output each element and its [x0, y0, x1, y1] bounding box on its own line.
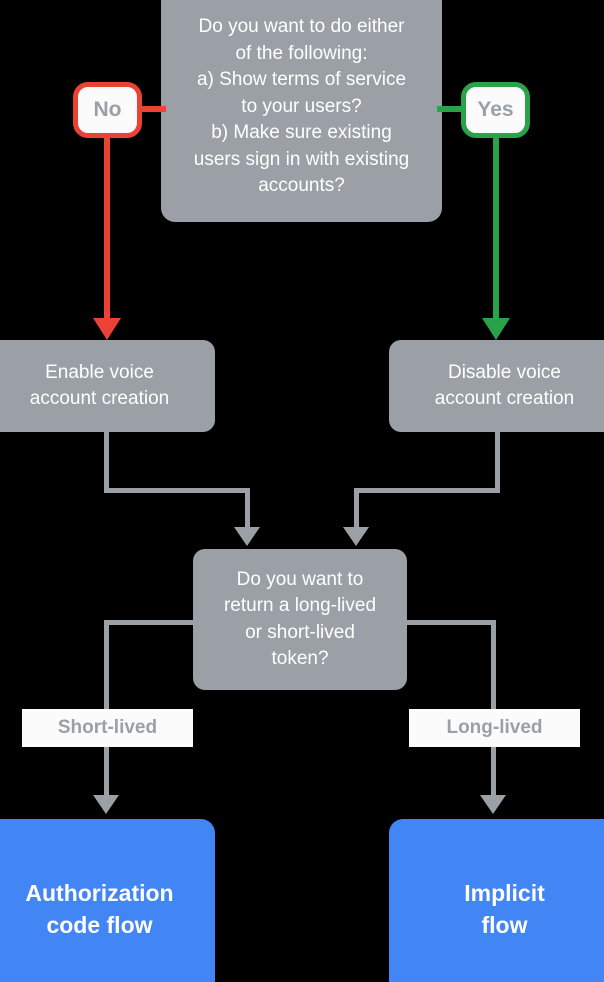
auth-code-flow-line-2: code flow — [46, 912, 153, 938]
implicit-flow-line-1: Implicit — [464, 880, 545, 906]
edge-enable-into-token-segment — [245, 488, 250, 532]
arrowhead-yes — [482, 318, 510, 340]
edge-disable-across-segment — [354, 488, 500, 493]
top-question-line-2: of the following: — [235, 42, 368, 64]
top-question-line-6: users sign in with existing — [193, 148, 410, 170]
arrowhead-short-lived — [93, 795, 119, 814]
enable-voice-line-1: Enable voice — [45, 361, 154, 383]
top-question-line-1: Do you want to do either — [198, 16, 405, 38]
edge-label-long-lived: Long-lived — [409, 709, 580, 747]
node-top-question: Do you want to do either of the followin… — [161, 0, 442, 222]
edge-disable-into-token-segment — [354, 488, 359, 532]
top-question-line-7: accounts? — [258, 175, 345, 197]
token-question-line-2: return a long-lived — [223, 595, 377, 616]
edge-enable-down-segment — [104, 432, 109, 490]
auth-code-flow-line-1: Authorization — [25, 880, 174, 906]
edge-yes-to-question-horizontal — [437, 106, 465, 112]
implicit-flow-line-2: flow — [481, 912, 528, 938]
top-question-line-5: b) Make sure existing — [211, 122, 392, 144]
top-question-line-3: a) Show terms of service — [196, 69, 407, 91]
arrowhead-long-lived — [480, 795, 506, 814]
edge-no-to-question-horizontal — [138, 106, 166, 112]
edge-yes-vertical — [493, 136, 499, 320]
node-token-question: Do you want to return a long-lived or sh… — [193, 549, 407, 690]
edge-label-short-lived: Short-lived — [22, 709, 193, 747]
edge-label-short-lived-text: Short-lived — [57, 717, 158, 738]
badge-yes-label: Yes — [477, 98, 514, 121]
top-question-line-4: to your users? — [241, 95, 362, 117]
edge-disable-down-segment — [495, 432, 500, 490]
node-implicit-flow: Implicit flow — [389, 819, 604, 982]
edge-enable-across-segment — [104, 488, 250, 493]
token-question-line-3: or short-lived — [245, 621, 355, 643]
arrowhead-no — [93, 318, 121, 340]
badge-no-label: No — [93, 98, 122, 121]
disable-voice-line-2: account creation — [434, 388, 575, 409]
edge-label-long-lived-text: Long-lived — [446, 717, 543, 738]
badge-yes[interactable]: Yes — [461, 82, 530, 138]
token-question-line-4: token? — [271, 648, 329, 669]
edge-short-lived-horizontal — [104, 620, 198, 625]
node-disable-voice-account-creation: Disable voice account creation — [389, 340, 604, 432]
arrowhead-disable-to-token — [343, 527, 369, 546]
node-authorization-code-flow: Authorization code flow — [0, 819, 215, 982]
node-enable-voice-account-creation: Enable voice account creation — [0, 340, 215, 432]
disable-voice-line-1: Disable voice — [447, 361, 561, 383]
edge-no-vertical — [104, 136, 110, 320]
badge-no[interactable]: No — [73, 82, 142, 138]
edge-long-lived-horizontal — [402, 620, 496, 625]
arrowhead-enable-to-token — [234, 527, 260, 546]
token-question-line-1: Do you want to — [236, 568, 364, 590]
enable-voice-line-2: account creation — [29, 388, 170, 409]
